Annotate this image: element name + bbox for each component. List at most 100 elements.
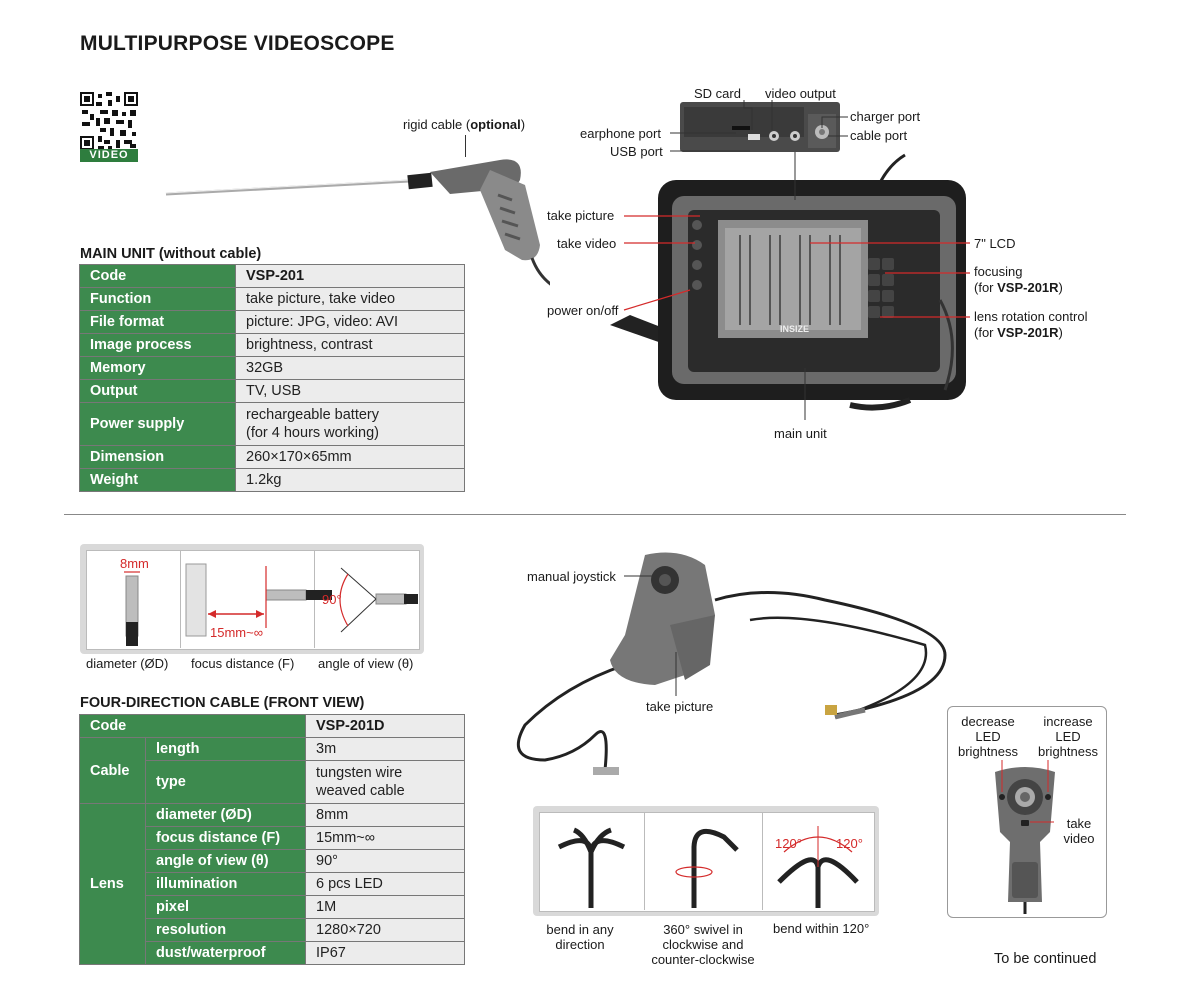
cable-port-label: cable port [850,128,908,143]
lens-diagram-frame [86,550,420,650]
spec-key: Code [79,264,236,288]
spec-value: 15mm~∞ [305,826,465,850]
angle-caption: angle of view (θ) [318,656,414,671]
spec-value: 6 pcs LED [305,872,465,896]
spec-value: 1M [305,895,465,919]
spec-key: resolution [145,918,306,942]
take-video-label: take video [557,236,617,251]
rigid-cable-image [165,159,550,286]
spec-key: diameter (ØD) [145,803,306,827]
lcd-label: 7" LCD [974,236,1016,251]
spec-value: 1.2kg [235,468,465,492]
focusing-label: focusing(for VSP-201R) [974,264,1063,295]
spec-key: Image process [79,333,236,357]
spec-value: 32GB [235,356,465,380]
spec-key: Output [79,379,236,403]
spec-group: Lens [79,803,146,965]
spec-key: length [145,737,306,761]
main-unit-title: MAIN UNIT (without cable) [80,246,262,262]
spec-key: focus distance (F) [145,826,306,850]
spec-value: rechargeable battery(for 4 hours working… [235,402,465,446]
lens-rotation-label: lens rotation control(for VSP-201R) [974,309,1088,340]
lens-diagram-drawing [124,563,418,646]
spec-key: File format [79,310,236,334]
spec-key: Function [79,287,236,311]
bend-angle-right: 120° [836,836,863,851]
spec-value: VSP-201 [235,264,465,288]
section-divider [64,514,1126,515]
bend-angle-left: 120° [775,836,802,851]
port-strip-image [680,102,840,152]
table-row: angle of view (θ)90° [80,849,465,873]
main-unit-image: INSIZE [610,153,966,411]
spec-value: 260×170×65mm [235,445,465,469]
focus-caption: focus distance (F) [191,656,295,671]
sd-card-label: SD card [694,86,741,101]
earphone-port-label: earphone port [580,126,661,141]
spec-key: Weight [79,468,236,492]
joystick-label: manual joystick [527,569,616,584]
diameter-dim-label: 8mm [120,556,149,571]
charger-port-label: charger port [850,109,921,124]
spec-value: brightness, contrast [235,333,465,357]
bend-caption-3: bend within 120° [773,921,870,936]
power-label: power on/off [547,303,619,318]
focus-dim-label: 15mm~∞ [210,625,263,640]
spec-key: angle of view (θ) [145,849,306,873]
video-output-label: video output [765,86,836,101]
spec-key: dust/waterproof [145,941,306,965]
rigid-cable-label: rigid cable (optional) [403,117,526,132]
diameter-caption: diameter (ØD) [86,656,169,671]
spec-value: TV, USB [235,379,465,403]
spec-value: IP67 [305,941,465,965]
continued-note: To be continued [994,951,1097,967]
spec-value: picture: JPG, video: AVI [235,310,465,334]
spec-value: 8mm [305,803,465,827]
spec-value: 90° [305,849,465,873]
spec-group: Cable [79,737,146,804]
spec-value: 1280×720 [305,918,465,942]
take-picture-label: take picture [547,208,615,223]
cable-title: FOUR-DIRECTION CABLE (FRONT VIEW) [80,695,365,711]
angle-dim-label: 90° [322,592,342,607]
spec-key: Dimension [79,445,236,469]
spec-value: 3m [305,737,465,761]
page-title: MULTIPURPOSE VIDEOSCOPE [80,32,395,55]
spec-key: illumination [145,872,306,896]
handle-top-image [995,767,1055,914]
qr-video-badge: VIDEO [80,149,138,162]
spec-key: Code [79,714,306,738]
svg-text:INSIZE: INSIZE [780,324,809,334]
spec-key: type [145,760,306,804]
usb-port-label: USB port [610,144,663,159]
spec-key: Memory [79,356,236,380]
handle-take-picture-label: take picture [646,699,714,714]
spec-value: VSP-201D [305,714,465,738]
qr-code-icon[interactable] [80,92,138,150]
main-unit-label: main unit [774,426,827,441]
spec-key: pixel [145,895,306,919]
